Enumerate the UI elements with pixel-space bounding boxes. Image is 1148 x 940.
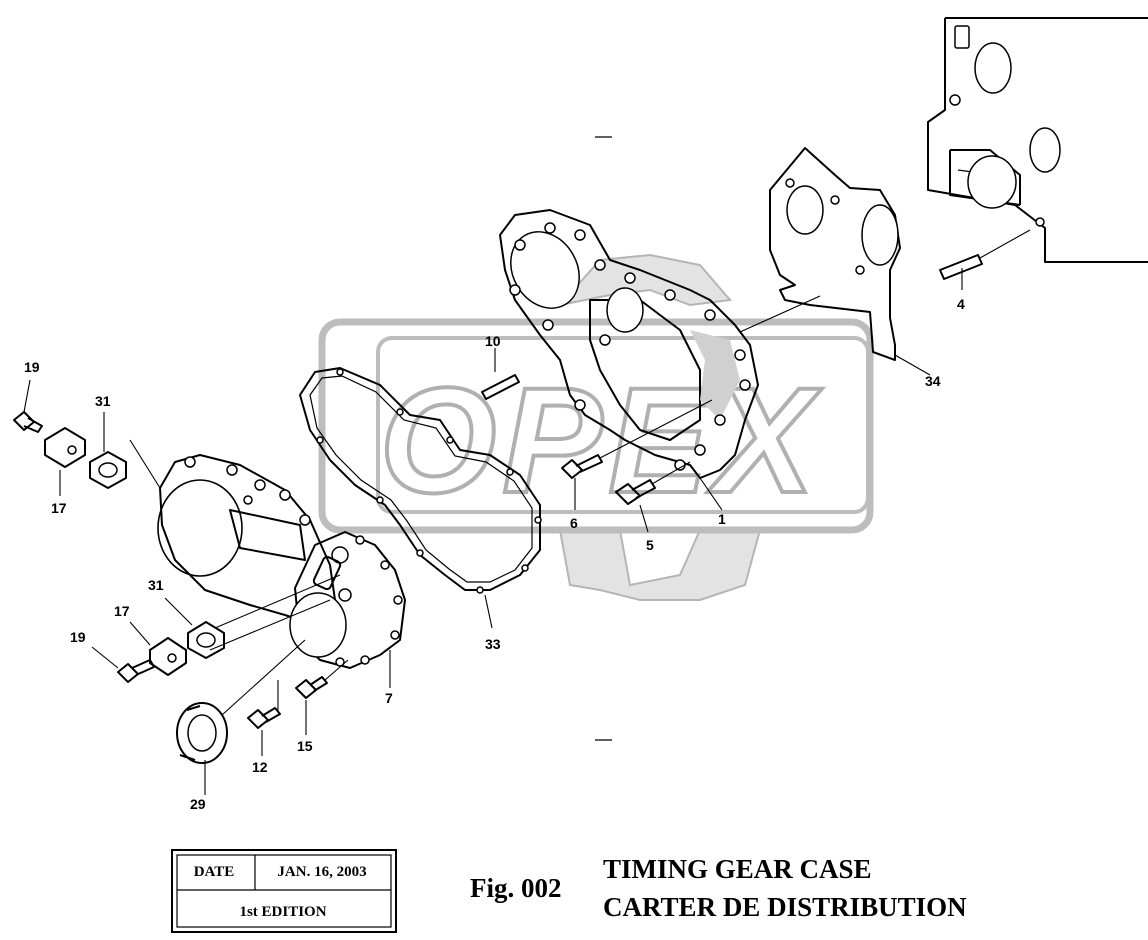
callout-7: 7	[385, 690, 393, 706]
date-value: JAN. 16, 2003	[277, 864, 366, 880]
callout-34: 34	[925, 373, 941, 389]
part-bolt-6	[561, 399, 713, 510]
part-plate-17-upper	[44, 427, 86, 496]
part-plate-17-lower	[129, 621, 187, 676]
figure-title-fr: CARTER DE DISTRIBUTION	[603, 892, 967, 922]
figure-number: Fig. 002	[470, 873, 562, 903]
figure-title: Fig. 002 TIMING GEAR CASE CARTER DE DIST…	[470, 854, 967, 922]
callout-1: 1	[718, 511, 726, 527]
callout-19-lower: 19	[70, 629, 86, 645]
callout-labels: 1 4 5 6 7 10 12 15 17 17 19 19 29 31 31 …	[24, 296, 965, 812]
part-gasket-31-upper	[89, 412, 127, 489]
part-gasket-31-lower	[164, 597, 225, 659]
part-seal-29	[176, 639, 306, 795]
watermark-logo: OPEX	[318, 253, 874, 601]
engine-block	[927, 17, 1148, 263]
title-block: DATE JAN. 16, 2003 1st EDITION	[171, 849, 397, 933]
edition-text: 1st EDITION	[239, 904, 326, 920]
part-bolt-12	[247, 680, 281, 756]
part-dowel-pin-4	[939, 229, 1031, 290]
part-gear-case-1	[499, 209, 759, 511]
part-gasket-33	[299, 367, 542, 629]
part-bolt-5	[615, 461, 691, 533]
callout-17-lower: 17	[114, 603, 130, 619]
date-label: DATE	[194, 864, 235, 880]
part-pin-10	[481, 348, 520, 400]
part-gasket-34	[739, 147, 931, 376]
callout-29: 29	[190, 796, 206, 812]
watermark-frame-inner	[376, 336, 870, 514]
part-bolt-19-lower	[91, 646, 155, 683]
part-cover-7	[209, 531, 406, 688]
callout-5: 5	[646, 537, 654, 553]
callout-10: 10	[485, 333, 501, 349]
callout-12: 12	[252, 759, 268, 775]
callout-6: 6	[570, 515, 578, 531]
callout-17-upper: 17	[51, 500, 67, 516]
watermark-gear-bottom	[558, 529, 762, 601]
part-bolt-19-upper	[13, 379, 43, 433]
callout-31-lower: 31	[148, 577, 164, 593]
figure-title-en: TIMING GEAR CASE	[603, 854, 872, 884]
callout-4: 4	[957, 296, 965, 312]
callout-33: 33	[485, 636, 501, 652]
watermark-text: OPEX	[380, 356, 823, 524]
callout-15: 15	[297, 738, 313, 754]
callout-31-upper: 31	[95, 393, 111, 409]
part-bolt-15	[295, 659, 349, 735]
callout-19-upper: 19	[24, 359, 40, 375]
